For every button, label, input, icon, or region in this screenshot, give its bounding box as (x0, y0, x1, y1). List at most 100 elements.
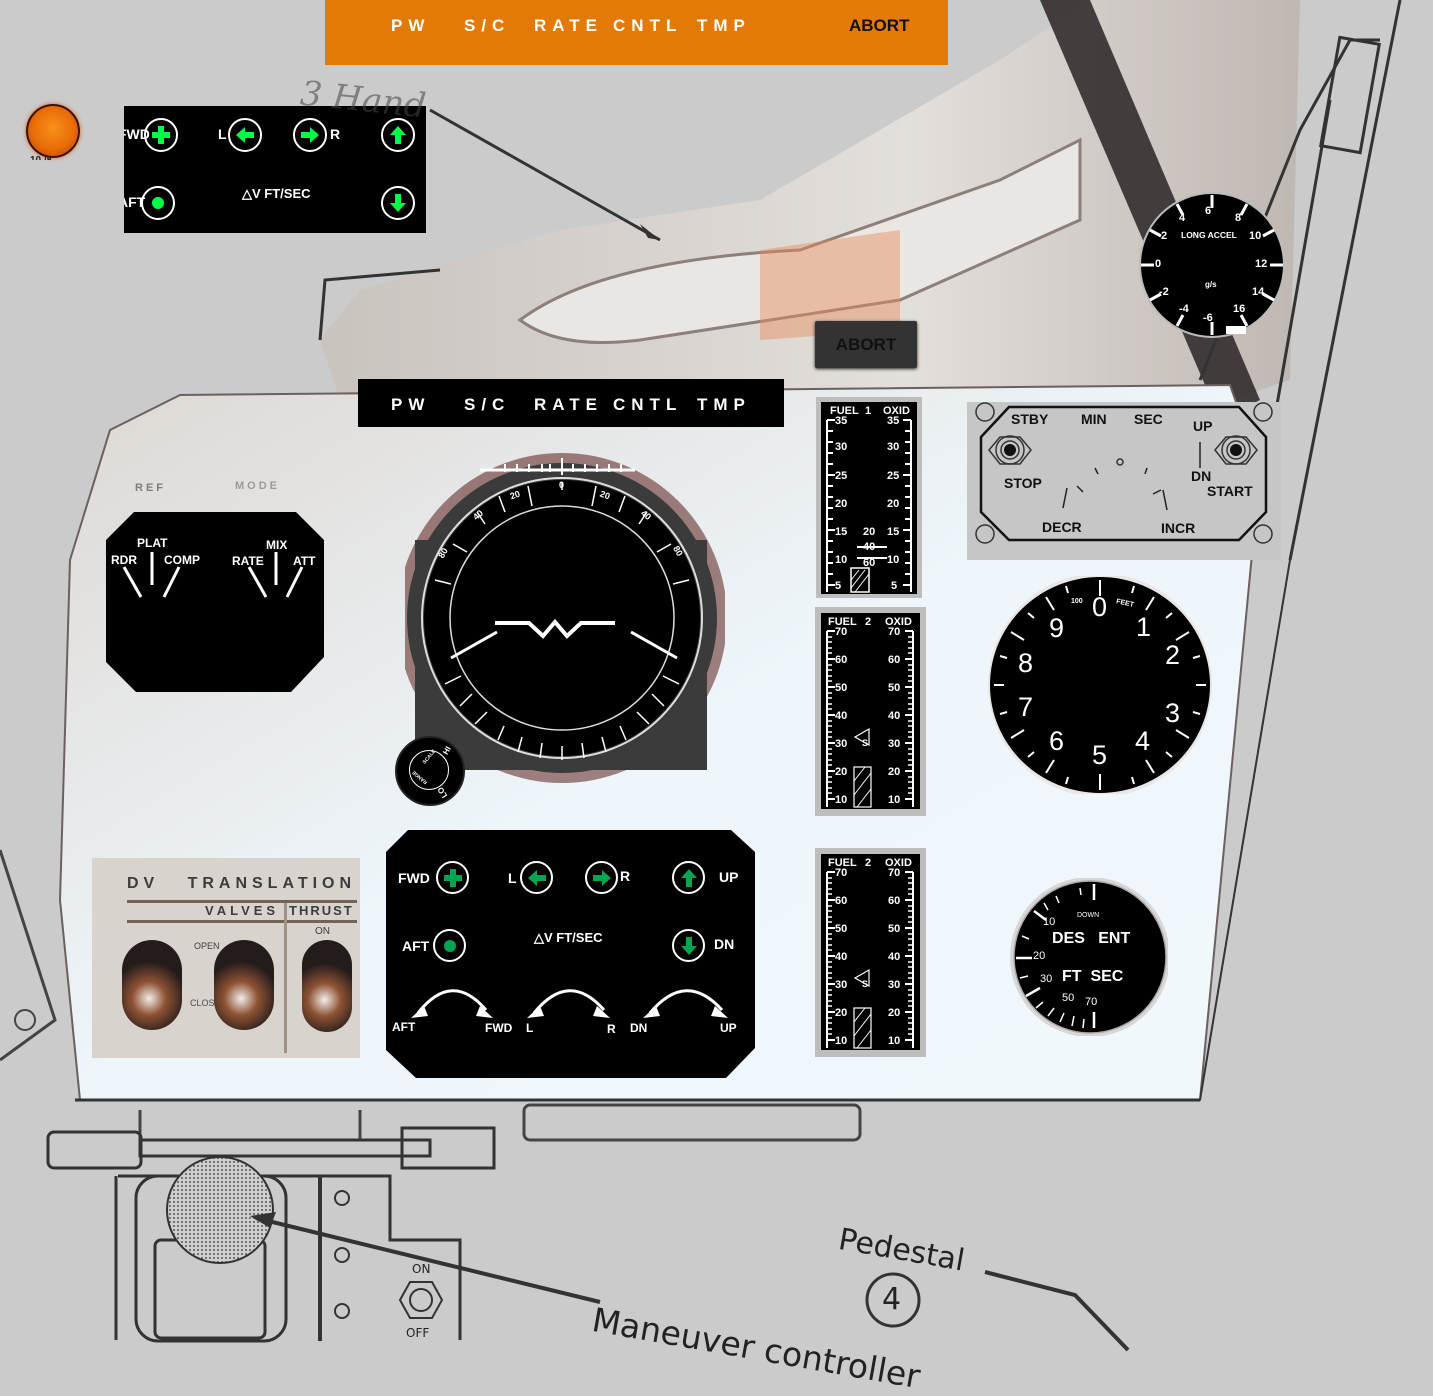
mini-fwd-label: FWD (124, 126, 150, 142)
mini-fwd-button[interactable] (144, 118, 178, 152)
oxid-20: 20 (888, 1007, 901, 1019)
tick-30: 30 (1040, 973, 1053, 985)
s-marker: S (862, 738, 869, 748)
alt-digit-7: 7 (1018, 692, 1034, 722)
alt-digit-0: 0 (1092, 592, 1108, 622)
tick-neg2: -2 (1159, 286, 1169, 298)
tick-6: 6 (1205, 205, 1212, 217)
label-tmp: TMP (697, 16, 751, 35)
descent-rate-labels: DOWN DES ENT FT SEC 10 20 30 50 70 (1006, 878, 1168, 1036)
fwd-button[interactable] (436, 861, 469, 894)
oxid-label: OXID (885, 857, 912, 869)
oxid-40: 40 (888, 951, 901, 963)
oxid-30: 30 (888, 979, 901, 991)
alt-digit-1: 1 (1136, 612, 1152, 642)
mini-left-button[interactable] (228, 118, 262, 152)
mini-up-button[interactable] (381, 118, 415, 152)
tick-10: 10 (1043, 916, 1056, 928)
tick-20: 20 (1033, 950, 1046, 962)
label-sc: S/C (464, 16, 511, 35)
alt-digit-9: 9 (1049, 613, 1065, 643)
oxid-25: 25 (887, 470, 900, 482)
aft-label: AFT (402, 938, 430, 954)
event-timer-panel: STBY MIN SEC UP STOP DN START DECR INCR (967, 402, 1281, 560)
rate-control-label-strip: PW S/C RATE CNTL TMP (358, 379, 784, 427)
mode-selector-panel: RDR PLAT COMP RATE MIX ATT (106, 512, 324, 692)
dn-label: DN (1191, 468, 1212, 484)
scale-40-left: 40 (470, 507, 486, 523)
comp-label: COMP (164, 553, 200, 567)
tick-70: 70 (1085, 996, 1098, 1008)
dv-translation-title: DV TRANSLATION (127, 875, 357, 892)
mini-aft-button[interactable] (141, 186, 175, 220)
fuel-25: 25 (835, 470, 848, 482)
down-button[interactable] (672, 929, 705, 962)
fuel-40: 40 (835, 951, 848, 963)
fuel-5: 5 (835, 580, 842, 592)
mini-delta-v-panel: FWD L R AFT △V FT/SEC (124, 106, 426, 233)
s-marker: S (862, 979, 869, 989)
left-button[interactable] (520, 861, 553, 894)
plat-label: PLAT (137, 536, 168, 550)
thrust-label: THRUST (289, 903, 354, 918)
thrust-toggle[interactable] (302, 940, 352, 1032)
mini-down-button[interactable] (381, 186, 415, 220)
oxid-50: 50 (888, 682, 901, 694)
fuel-20: 20 (835, 1007, 848, 1019)
mini-right-label: R (330, 126, 341, 142)
oxid-label: OXID (883, 405, 910, 417)
oxid-5: 5 (891, 580, 898, 592)
aft-button[interactable] (433, 929, 466, 962)
tick-16: 16 (1233, 303, 1246, 315)
toggle-on-label: ON (412, 1262, 431, 1276)
label-cntl: CNTL (613, 395, 683, 414)
up-button[interactable] (672, 861, 705, 894)
long-accel-unit: g/s (1205, 280, 1217, 289)
right-button[interactable] (585, 861, 618, 894)
valve-toggle-2[interactable] (214, 940, 274, 1030)
warning-lamp[interactable] (26, 104, 80, 158)
tape-scale-2 (826, 630, 914, 808)
toggle-off-label: OFF (406, 1326, 430, 1340)
lamp-caption: 10 /K (30, 156, 75, 160)
tick-12: 12 (1255, 258, 1268, 270)
arrow-right-icon (301, 127, 319, 143)
up-dn-start-toggle[interactable] (1213, 436, 1259, 466)
tick-10: 10 (1249, 230, 1262, 242)
maneuver-controller-handle[interactable] (167, 1157, 273, 1263)
sec-label: SEC (1134, 411, 1163, 427)
scale-range-knob[interactable]: HI LO SCALE RANGE (395, 736, 465, 806)
arrow-left-icon (236, 127, 254, 143)
altimeter-gauge (988, 576, 1212, 794)
mini-right-button[interactable] (293, 118, 327, 152)
scale-0: 0 (559, 480, 565, 490)
attitude-scale-labels: 80 40 20 0 20 40 80 (405, 450, 725, 560)
abort-button[interactable]: ABORT (815, 321, 917, 368)
alt-unit: FEET (1115, 598, 1135, 609)
start-label: START (1207, 483, 1253, 499)
controller-power-toggle[interactable] (400, 1282, 442, 1318)
valve-toggle-1[interactable] (122, 940, 182, 1030)
top-status-bar: PW S/C RATE CNTL TMP ABORT (325, 0, 948, 65)
label-sc: S/C (464, 395, 511, 414)
fuel-50: 50 (835, 923, 848, 935)
mini-dv-title: △V FT/SEC (242, 186, 311, 201)
label-pw: PW (391, 16, 431, 35)
arrow-up-icon (680, 868, 697, 887)
stby-stop-toggle[interactable] (987, 436, 1033, 466)
tank-number: 2 (865, 616, 872, 628)
long-accel-title: LONG ACCEL (1181, 230, 1237, 240)
oxid-20: 20 (888, 766, 901, 778)
oxid-15: 15 (887, 526, 900, 538)
label-cntl: CNTL (613, 16, 683, 35)
fuel-70: 70 (835, 867, 848, 879)
fuel-label: FUEL (828, 857, 857, 869)
alt-digit-3: 3 (1165, 698, 1181, 728)
fuel-60: 60 (835, 895, 848, 907)
tick-14: 14 (1252, 286, 1265, 298)
tick-4: 4 (1179, 212, 1186, 224)
arrow-up-icon (390, 126, 406, 144)
down-label: DOWN (1077, 912, 1100, 919)
top-abort-button[interactable]: ABORT (849, 16, 910, 35)
alt-multiplier: 100 (1071, 598, 1083, 605)
